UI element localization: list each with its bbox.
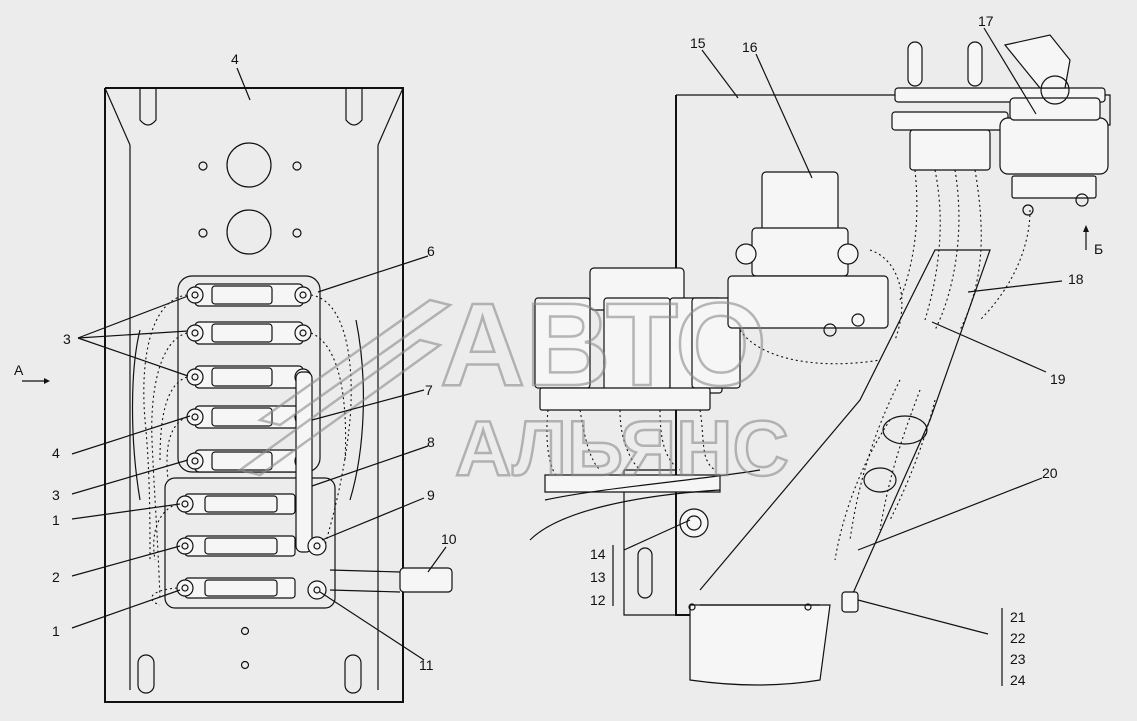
fuse-row <box>176 493 296 515</box>
fuse-block-upper <box>186 283 312 473</box>
callout-17: 17 <box>978 13 994 29</box>
callout-12: 12 <box>590 592 606 608</box>
callout-18: 18 <box>1068 271 1084 287</box>
fuse-block-lower <box>176 371 327 600</box>
cable-10 <box>329 567 453 593</box>
callout-2: 2 <box>52 569 60 585</box>
left-panel-view <box>104 87 404 703</box>
view-label-a: А <box>14 362 24 378</box>
fuse-row <box>186 449 312 473</box>
callout-1-lower: 1 <box>52 623 60 639</box>
unit-17 <box>891 34 1109 216</box>
callout-3-top: 3 <box>63 331 71 347</box>
callout-7: 7 <box>425 382 433 398</box>
callout-3-left: 3 <box>52 487 60 503</box>
callout-10: 10 <box>441 531 457 547</box>
callout-24: 24 <box>1010 672 1026 688</box>
callout-13: 13 <box>590 569 606 585</box>
fuse-row <box>176 577 296 599</box>
watermark-top: АВТО <box>440 279 767 411</box>
fuse-row <box>186 405 312 429</box>
callout-11: 11 <box>419 657 434 673</box>
callout-4-top: 4 <box>231 51 239 67</box>
fuse-row <box>176 535 296 557</box>
leader-lines <box>71 27 1063 686</box>
callout-4-left: 4 <box>52 445 60 461</box>
callout-8: 8 <box>427 434 435 450</box>
callout-22: 22 <box>1010 630 1026 646</box>
left-wiring <box>131 294 364 606</box>
callout-numbers: 4 6 3 7 4 8 3 9 1 10 2 1 11 14 13 12 15 … <box>52 13 1084 688</box>
callout-9: 9 <box>427 487 435 503</box>
view-arrow-a: А <box>14 362 50 384</box>
callout-6: 6 <box>427 243 435 259</box>
relay-block <box>529 267 761 541</box>
view-label-b: Б <box>1094 241 1103 257</box>
callout-20: 20 <box>1042 465 1058 481</box>
fuse-row <box>186 283 312 307</box>
callout-21: 21 <box>1010 609 1026 625</box>
fuse-row <box>186 321 312 345</box>
view-arrow-b: Б <box>1083 225 1103 257</box>
watermark-bottom: АЛЬЯНС <box>455 404 789 492</box>
fuse-row <box>186 365 312 389</box>
callout-15: 15 <box>690 35 706 51</box>
right-wiring <box>834 169 1031 561</box>
callout-23: 23 <box>1010 651 1026 667</box>
callout-19: 19 <box>1050 371 1066 387</box>
callout-16: 16 <box>742 39 758 55</box>
watermark: АВТО АЛЬЯНС <box>237 278 790 493</box>
right-bracket-view <box>623 94 1111 686</box>
unit-16 <box>727 171 903 365</box>
callout-1-upper: 1 <box>52 512 60 528</box>
callout-14: 14 <box>590 546 606 562</box>
